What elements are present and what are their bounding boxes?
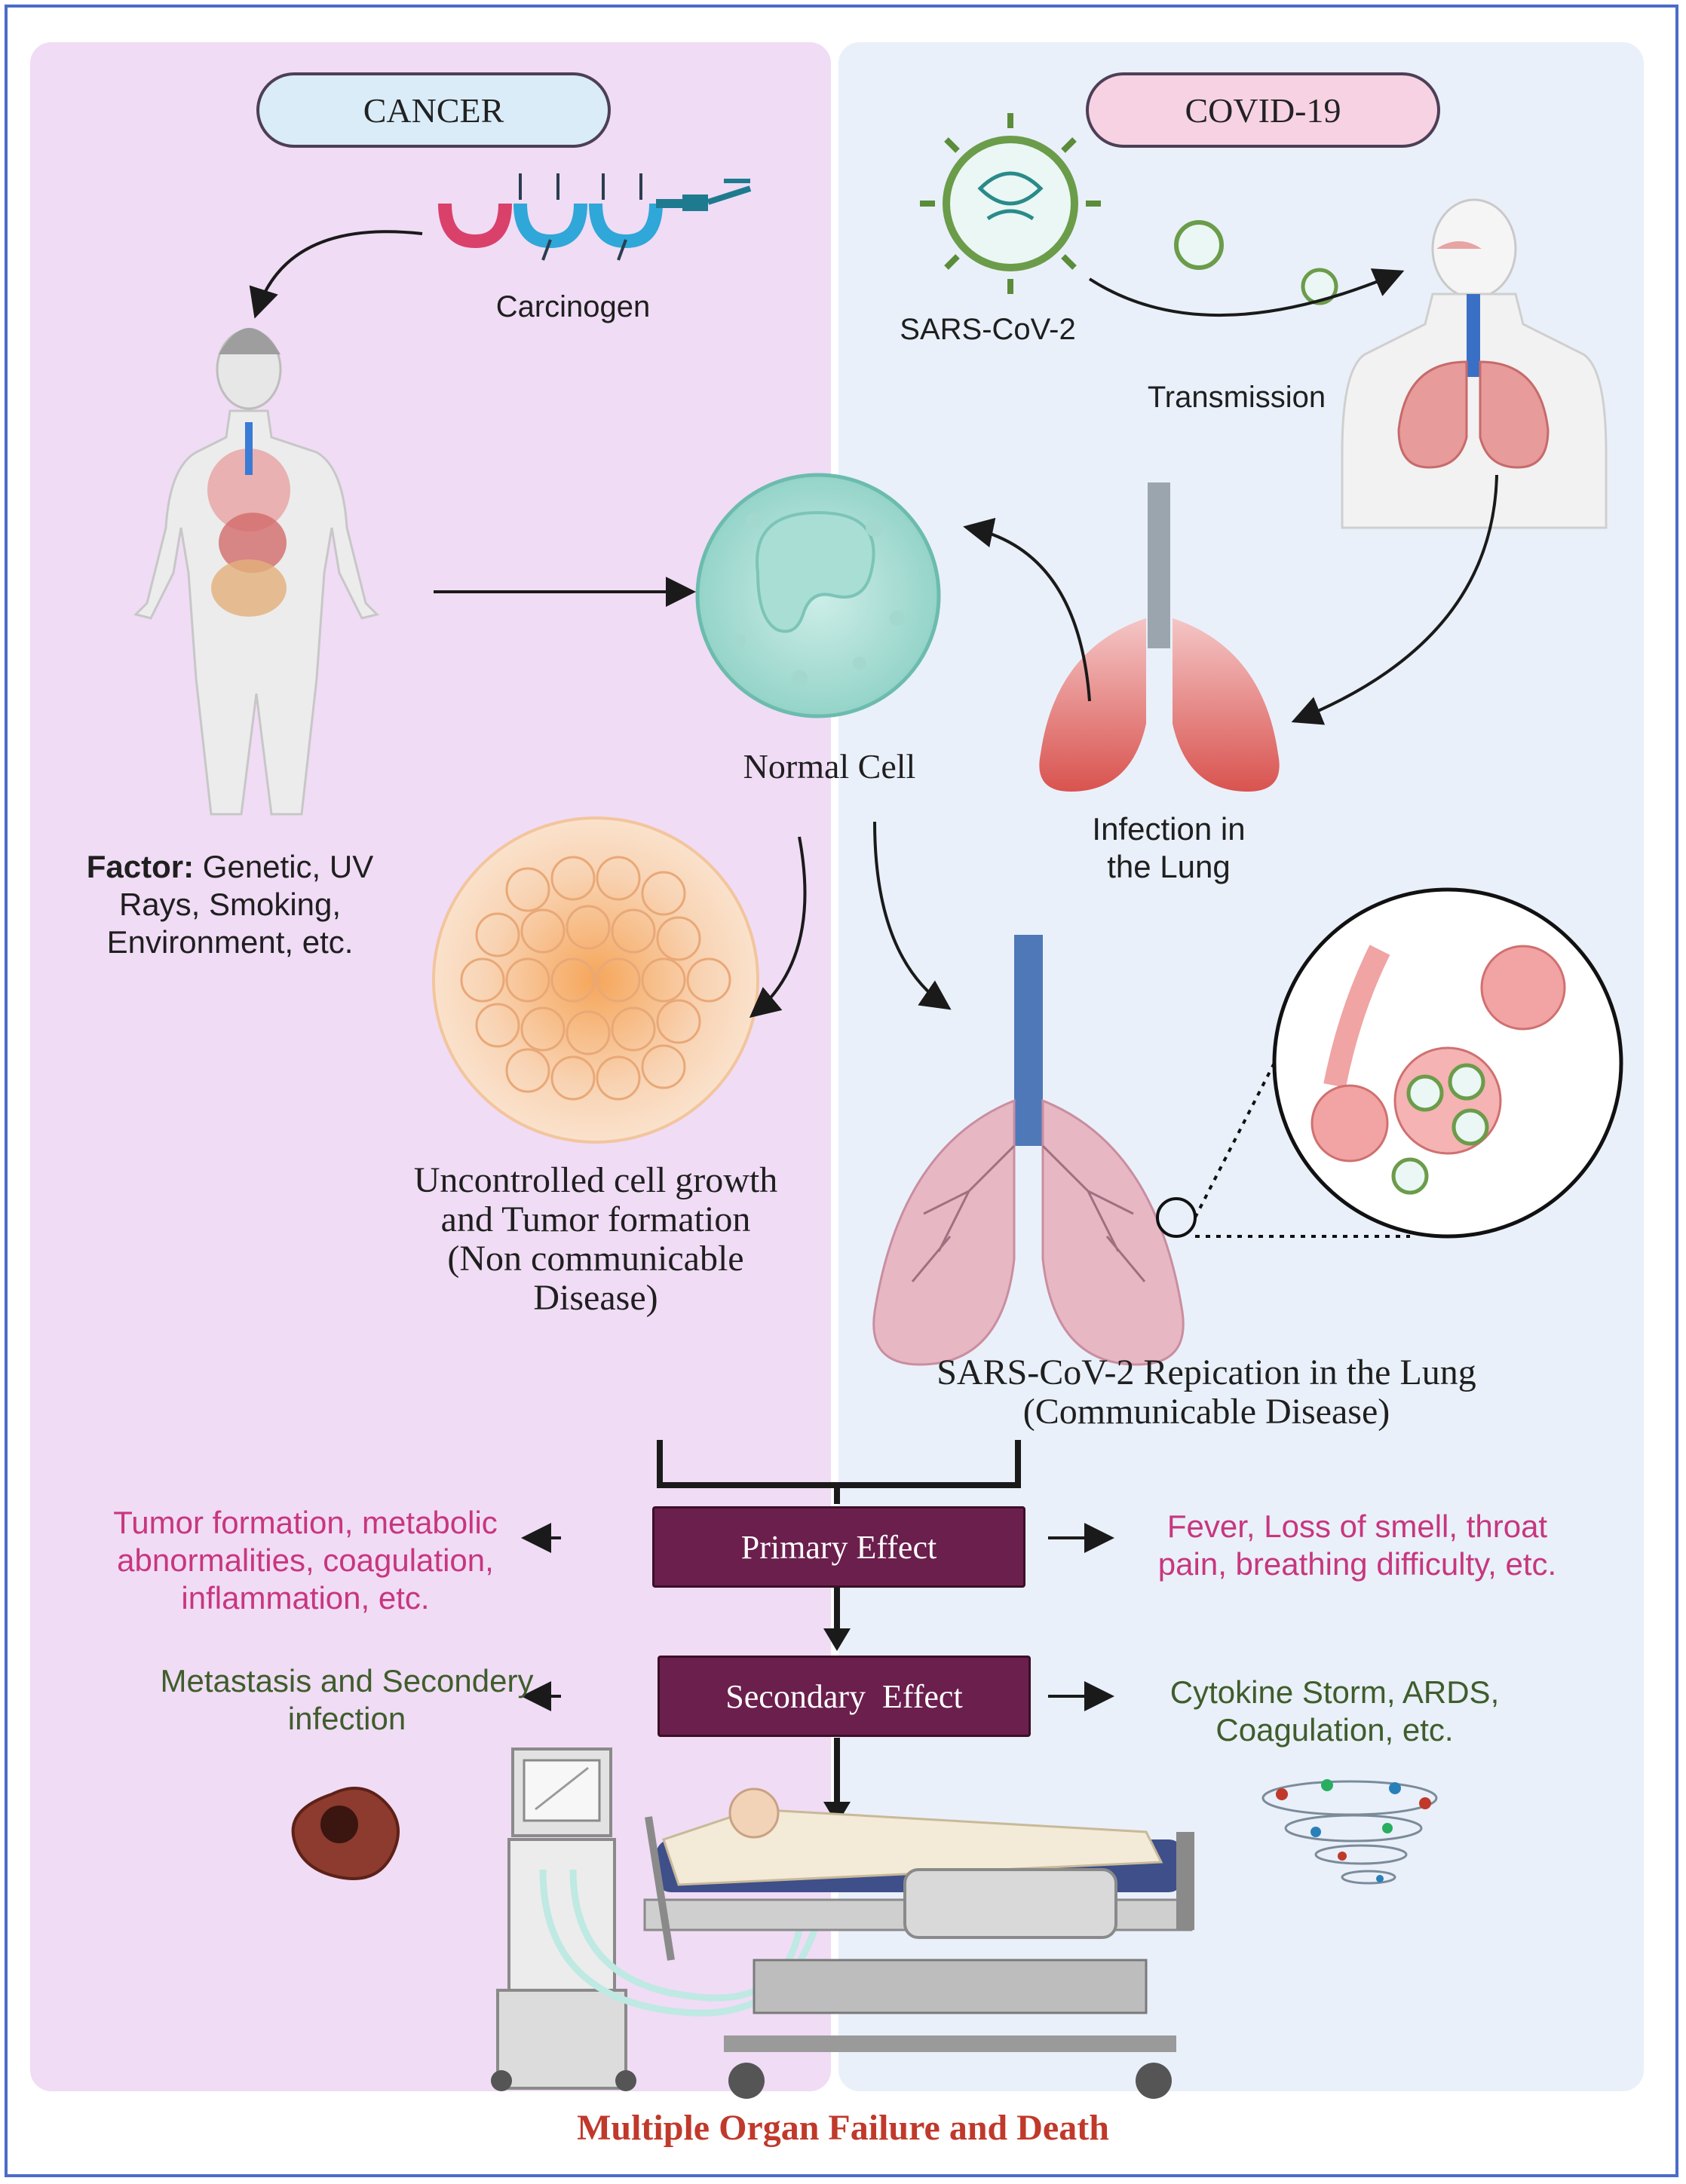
human-body-icon <box>133 328 379 816</box>
covid-primary-effects: Fever, Loss of smell, throat pain, breat… <box>1123 1508 1591 1583</box>
tumor-line-2: and Tumor formation <box>440 1199 751 1239</box>
merge-bracket <box>657 1440 1021 1802</box>
covid-secondary-line-2: Coagulation, etc. <box>1215 1712 1454 1748</box>
tumor-line-1: Uncontrolled cell growth <box>413 1160 778 1200</box>
replication-lung-icon <box>872 935 1197 1366</box>
sars-cov-2-label: SARS-CoV-2 <box>900 313 1076 346</box>
cancer-secondary-line-1: Metastasis and Secondery <box>160 1663 534 1698</box>
secondary-effect-box: Secondary Effect <box>658 1656 1031 1737</box>
covid-primary-line-2: pain, breathing difficulty, etc. <box>1157 1546 1557 1582</box>
replication-line-2: (Communicable Disease) <box>1022 1392 1390 1432</box>
cancer-primary-line-3: inflammation, etc. <box>181 1580 430 1616</box>
normal-cell-label: Normal Cell <box>743 747 916 786</box>
infected-lung-icon <box>1039 482 1280 792</box>
outcome-label: Multiple Organ Failure and Death <box>577 2108 1109 2148</box>
primary-effect-box: Primary Effect <box>652 1506 1025 1588</box>
covid-primary-line-1: Fever, Loss of smell, throat <box>1166 1509 1548 1544</box>
factor-line-3: Environment, etc. <box>106 924 354 960</box>
metastasis-tumor-icon <box>291 1787 400 1880</box>
factor-heading: Factor: <box>86 849 195 884</box>
hospital-bed-patient-icon <box>643 1787 1194 2099</box>
covid-secondary-line-1: Cytokine Storm, ARDS, <box>1169 1674 1500 1710</box>
factor-line-1: Genetic, UV <box>202 849 374 884</box>
transmission-label: Transmission <box>1147 381 1326 414</box>
cancer-header-label: CANCER <box>363 90 504 130</box>
normal-cell-icon <box>695 473 941 718</box>
figure-frame <box>5 5 1678 2177</box>
secondary-effect-label: Secondary Effect <box>725 1677 963 1715</box>
carcinogen-label: Carcinogen <box>495 290 651 323</box>
infection-line-1: Infection in <box>1092 811 1246 847</box>
cancer-secondary-line-2: infection <box>287 1701 406 1736</box>
covid-header: COVID-19 <box>1086 72 1440 148</box>
covid-secondary-effects: Cytokine Storm, ARDS, Coagulation, etc. <box>1123 1674 1546 1749</box>
infection-line-2: the Lung <box>1107 849 1231 884</box>
cancer-primary-line-2: abnormalities, coagulation, <box>117 1542 494 1578</box>
covid-header-label: COVID-19 <box>1185 90 1341 130</box>
tumor-formation-text: Uncontrolled cell growth and Tumor forma… <box>332 1161 860 1318</box>
cancer-secondary-effects: Metastasis and Secondery infection <box>121 1662 573 1738</box>
factor-line-2: Rays, Smoking, <box>118 887 342 922</box>
cytokine-storm-icon <box>1261 1779 1438 1885</box>
flow-arrows <box>249 230 1498 1711</box>
carcinogen-molecule-icon <box>438 173 752 261</box>
cancer-primary-effects: Tumor formation, metabolic abnormalities… <box>90 1504 520 1617</box>
primary-effect-label: Primary Effect <box>740 1528 937 1566</box>
human-respiratory-icon <box>1341 198 1608 529</box>
replication-line-1: SARS-CoV-2 Repication in the Lung <box>936 1352 1476 1392</box>
infection-text: Infection in the Lung <box>1041 810 1297 886</box>
tumor-line-3: (Non communicable <box>447 1239 744 1279</box>
replication-text: SARS-CoV-2 Repication in the Lung (Commu… <box>867 1353 1546 1432</box>
cancer-primary-line-1: Tumor formation, metabolic <box>113 1505 498 1540</box>
cancer-header: CANCER <box>256 72 611 148</box>
tumor-line-4: Disease) <box>533 1278 658 1318</box>
sars-cov-2-virus-icon <box>920 113 1338 305</box>
factor-text: Factor: Genetic, UV Rays, Smoking, Envir… <box>57 848 403 961</box>
ventilator-icon <box>491 1748 818 2091</box>
alveoli-zoom-icon <box>1194 887 1623 1239</box>
tumor-cells-icon <box>432 816 759 1144</box>
